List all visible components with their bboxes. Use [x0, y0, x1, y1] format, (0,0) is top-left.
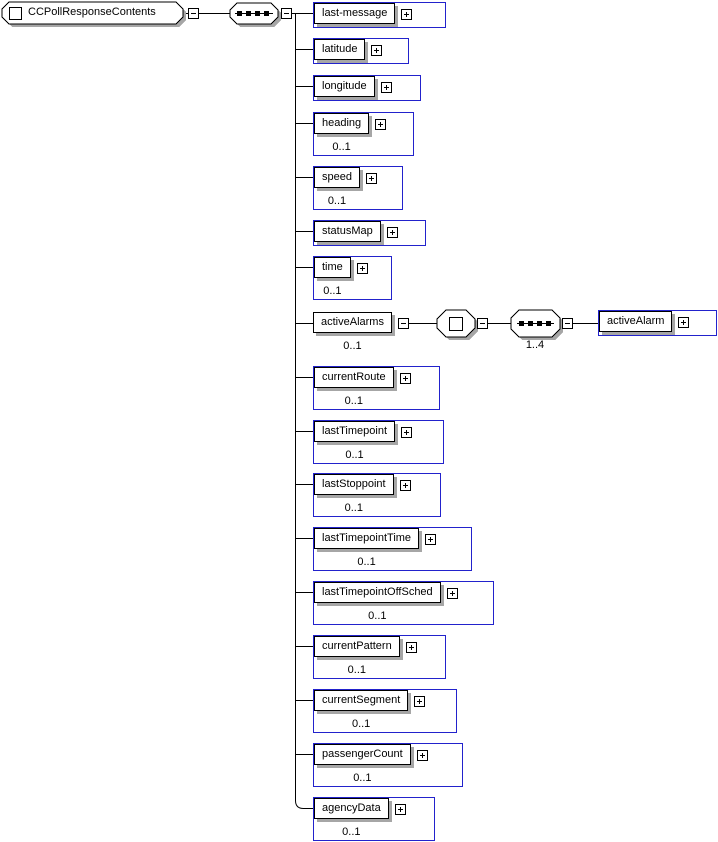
- collapse-icon-activealarms[interactable]: [397, 318, 409, 329]
- inner-sequence-dots: [519, 321, 551, 326]
- expand-icon[interactable]: [405, 642, 417, 653]
- element-box[interactable]: lastStoppoint: [314, 474, 394, 495]
- expand-icon[interactable]: [375, 119, 387, 130]
- element-node-lasttimepointtime: lastTimepointTime 0..1: [313, 527, 472, 571]
- element-box[interactable]: statusMap: [314, 221, 381, 242]
- occurrence-label: 0..1: [345, 449, 364, 461]
- element-box[interactable]: currentRoute: [314, 367, 394, 388]
- occurrence-label: 0..1: [344, 502, 363, 514]
- element-node-latitude: latitude: [313, 38, 409, 64]
- element-symbol-icon: [9, 7, 22, 20]
- connector-stubs: [295, 49, 313, 755]
- root-element-name[interactable]: CCPollResponseContents: [28, 6, 156, 18]
- element-box[interactable]: longitude: [314, 76, 375, 97]
- sequence-dots: [237, 11, 269, 16]
- element-node-statusmap: statusMap: [313, 220, 426, 246]
- element-node-activealarm: activeAlarm: [598, 310, 717, 336]
- element-box[interactable]: currentPattern: [314, 636, 400, 657]
- element-node-last-message: last-message: [313, 2, 446, 28]
- occurrence-label: 0..1: [357, 556, 376, 568]
- occurrence-label: 0..1: [332, 141, 351, 153]
- expand-icon[interactable]: [365, 173, 377, 184]
- element-node-lasttimepoint: lastTimepoint 0..1: [313, 420, 444, 464]
- occurrence-label: 0..1: [351, 718, 371, 730]
- element-box[interactable]: activeAlarms: [313, 312, 392, 333]
- element-node-speed: speed 0..1: [313, 166, 403, 210]
- expand-icon[interactable]: [386, 227, 398, 238]
- expand-icon[interactable]: [401, 427, 413, 438]
- element-node-activealarms: activeAlarms 0..1: [313, 311, 433, 355]
- element-node-currentsegment: currentSegment 0..1: [313, 689, 457, 733]
- expand-icon[interactable]: [678, 317, 690, 328]
- occurrence-label: 0..1: [344, 395, 363, 407]
- element-box[interactable]: lastTimepointTime: [314, 528, 420, 549]
- expand-icon[interactable]: [394, 804, 406, 815]
- element-box[interactable]: time: [314, 257, 351, 278]
- element-box[interactable]: lastTimepoint: [314, 421, 396, 442]
- element-node-currentroute: currentRoute 0..1: [313, 366, 440, 410]
- collapse-icon-sequence[interactable]: [281, 8, 292, 19]
- inner-sequence-occurrence-label: 1..4: [525, 339, 545, 351]
- expand-icon[interactable]: [380, 82, 392, 93]
- expand-icon[interactable]: [399, 480, 411, 491]
- element-box[interactable]: latitude: [314, 39, 366, 60]
- expand-icon[interactable]: [401, 9, 413, 20]
- element-node-currentpattern: currentPattern 0..1: [313, 635, 446, 679]
- element-node-lasttimepointoffsched: lastTimepointOffSched 0..1: [313, 581, 494, 625]
- element-box[interactable]: lastTimepointOffSched: [314, 582, 441, 603]
- expand-icon[interactable]: [399, 373, 411, 384]
- collapse-icon-root[interactable]: [188, 8, 199, 19]
- complextype-inner-square: [449, 317, 463, 331]
- occurrence-label: 0..1: [347, 664, 367, 676]
- expand-icon[interactable]: [425, 534, 437, 545]
- expand-icon[interactable]: [414, 696, 426, 707]
- collapse-icon-inner-sequence[interactable]: [562, 318, 573, 329]
- element-node-laststoppoint: lastStoppoint 0..1: [313, 473, 441, 517]
- element-box[interactable]: last-message: [314, 3, 396, 24]
- element-box[interactable]: speed: [314, 167, 360, 188]
- element-box[interactable]: currentSegment: [314, 690, 409, 711]
- occurrence-label: 0..1: [343, 340, 362, 352]
- expand-icon[interactable]: [446, 588, 458, 599]
- element-box[interactable]: heading: [314, 113, 370, 134]
- element-box[interactable]: agencyData: [314, 798, 389, 819]
- occurrence-label: 0..1: [353, 772, 372, 784]
- element-node-longitude: longitude: [313, 75, 421, 101]
- element-node-time: time 0..1: [313, 256, 392, 300]
- element-node-heading: heading 0..1: [313, 112, 414, 156]
- collapse-icon-complextype[interactable]: [477, 318, 488, 329]
- expand-icon[interactable]: [356, 263, 368, 274]
- expand-icon[interactable]: [371, 45, 383, 56]
- occurrence-label: 0..1: [368, 610, 387, 622]
- element-box[interactable]: activeAlarm: [599, 311, 673, 332]
- root-element-shape[interactable]: [1, 1, 184, 25]
- element-box[interactable]: passengerCount: [314, 744, 411, 765]
- occurrence-label: 0..1: [323, 285, 342, 297]
- element-node-passengercount: passengerCount 0..1: [313, 743, 463, 787]
- occurrence-label: 0..1: [327, 195, 347, 207]
- connector-trunk: [295, 13, 313, 809]
- expand-icon[interactable]: [416, 750, 428, 761]
- occurrence-label: 0..1: [342, 826, 361, 838]
- element-node-agencydata: agencyData 0..1: [313, 797, 435, 841]
